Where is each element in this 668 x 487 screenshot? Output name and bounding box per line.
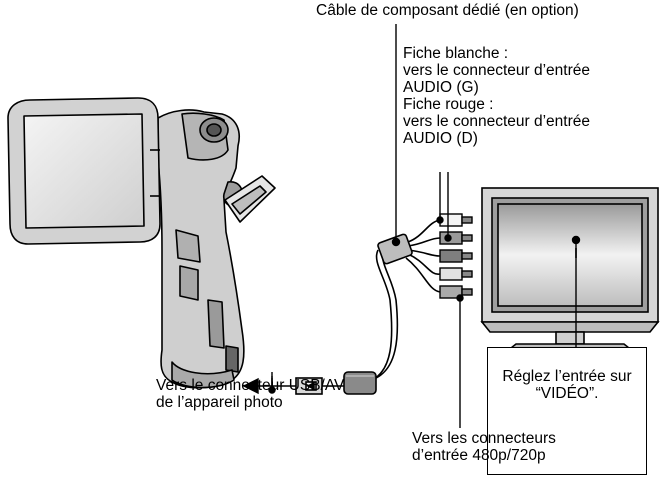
white-plug-line2: AUDIO (G) (403, 79, 479, 96)
red-plug-line1: vers le connecteur d’entrée (403, 113, 590, 130)
usb-label: Vers le connecteur USB/AV de l’appareil … (156, 377, 344, 411)
cable-label-text: Câble de composant dédié (en option) (316, 2, 579, 19)
cable (322, 219, 441, 387)
usb-line2: de l’appareil photo (156, 394, 283, 411)
television-icon (480, 187, 660, 353)
usb-line1: Vers le connecteur USB/AV (156, 377, 345, 394)
red-plug-line2: AUDIO (D) (403, 130, 478, 147)
rca-plugs (439, 213, 473, 299)
tv-note-line1: Réglez l’entrée sur (502, 368, 632, 385)
cable-label: Câble de composant dédié (en option) (316, 2, 579, 19)
cable-splitter (377, 233, 413, 265)
connectors-line2: d’entrée 480p/720p (412, 447, 546, 464)
connectors-line1: Vers les connecteurs (412, 430, 556, 447)
red-plug-title: Fiche rouge : (403, 96, 494, 113)
camera-icon (7, 97, 276, 389)
plugs-label: Fiche blanche : vers le connecteur d’ent… (403, 45, 590, 147)
tv-note-box: Réglez l’entrée sur “VIDÉO”. (487, 347, 647, 475)
ferrite-core (343, 371, 377, 395)
tv-note-line2: “VIDÉO”. (535, 385, 599, 402)
white-plug-title: Fiche blanche : (403, 45, 509, 62)
pointer-lines (242, 24, 581, 428)
tv-note-text: Réglez l’entrée sur “VIDÉO”. (488, 368, 646, 402)
connectors-label: Vers les connecteurs d’entrée 480p/720p (412, 430, 556, 464)
white-plug-line1: vers le connecteur d’entrée (403, 62, 590, 79)
